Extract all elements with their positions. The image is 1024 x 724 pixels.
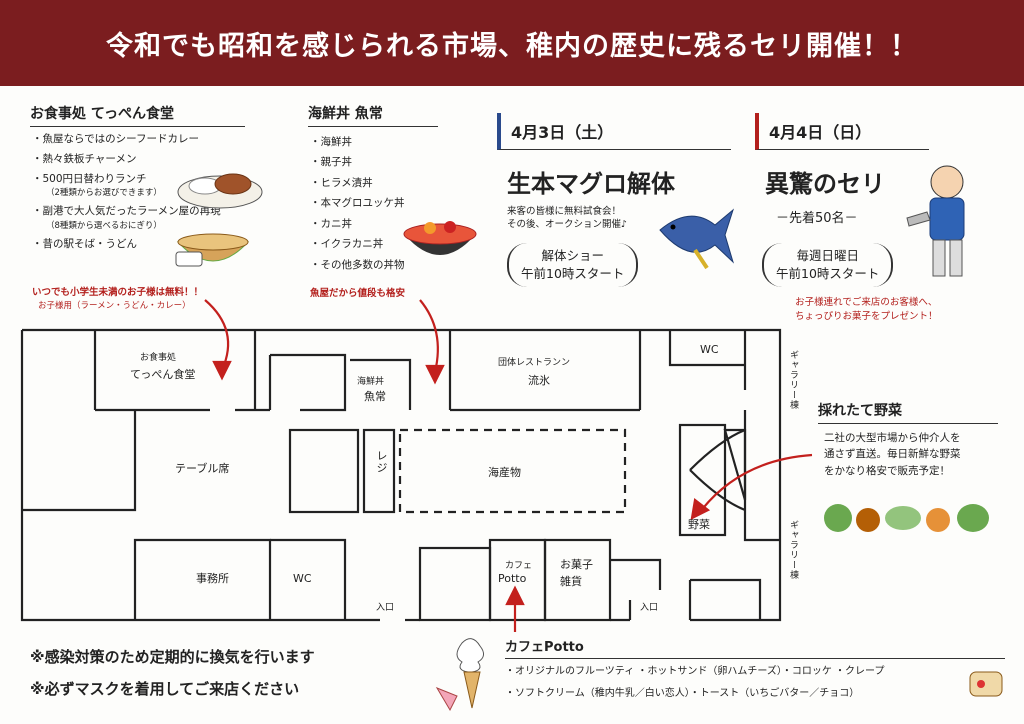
floor-teppen-label2: てっぺん食堂 (130, 368, 196, 381)
floor-kaisan-label: 海産物 (488, 466, 521, 479)
seafood-bowl-icon (403, 221, 477, 255)
notice-ventilation: ※感染対策のため定期的に換気を行います (30, 648, 315, 666)
day1-date-header: 4月3日（土） (497, 113, 731, 150)
floor-potto-label1: カフェ (505, 561, 533, 571)
teppen-kids-note: いつでも小学生未満のお子様は無料！！ (32, 287, 204, 298)
day1-desc: 来客の皆様に無料試食会！ その後、オークション開催♪ (507, 205, 627, 232)
day1-title: 生本マグロ解体 (507, 170, 675, 198)
floor-entrance-left: 入口 (376, 603, 395, 613)
list-item: 親子丼 (310, 152, 405, 172)
header-banner: 令和でも昭和を感じられる市場、稚内の歴史に残るセリ開催！！ (0, 0, 1024, 86)
list-item: 熱々鉄板チャーメン (32, 152, 221, 168)
floor-regi-label: レジ (375, 450, 388, 474)
tuna-fish-icon (659, 208, 735, 270)
soft-cream-icon (435, 638, 484, 712)
floor-gallery-top: ギャラリー棟 (788, 350, 798, 410)
list-item: その他多数の丼物 (310, 255, 405, 275)
vegetables-illustration-icon (824, 504, 989, 532)
list-item: イクラカニ丼 (310, 234, 405, 254)
floor-okashi-label2: 雑貨 (560, 575, 582, 588)
cafe-potto-title: カフェPotto (505, 636, 1005, 659)
ramen-bowl-icon (175, 233, 250, 267)
day2-oval-time: 午前10時スタート (776, 266, 880, 282)
day2-time-oval: 毎週日曜日 午前10時スタート (762, 243, 894, 288)
list-item: 魚屋ならではのシーフードカレー (32, 132, 221, 148)
floor-potto-label2: Potto (498, 572, 527, 585)
day1-desc-line1: 来客の皆様に無料試食会！ (507, 206, 622, 217)
cafe-menu-row1: ・オリジナルのフルーツティ ・ホットサンド（卵ハムチーズ）・コロッケ ・クレープ (505, 666, 885, 677)
day2-kids-note-line1: お子様連れでご来店のお客様へ、 (795, 297, 938, 308)
floor-ryuhyo-label2: 流氷 (528, 374, 550, 387)
vegetables-section: 採れたて野菜 二社の大型市場から仲介人を 通さず直送。毎日新鮮な野菜 をかなり格… (818, 400, 998, 479)
day2-title: 異驚のセリ (765, 170, 885, 198)
floor-wc-top: WC (700, 343, 719, 356)
day1-oval-title: 解体ショー (541, 248, 604, 263)
veg-line1: 二社の大型市場から仲介人を (824, 432, 961, 444)
veg-line3: をかなり格安で販売予定！ (824, 464, 950, 477)
floor-table-label: テーブル席 (175, 462, 230, 475)
floor-ryuhyo-label1: 団体レストランン (498, 358, 571, 368)
floor-uotsune-label1: 海鮮丼 (357, 377, 385, 387)
uotsune-price-note: 魚屋だから値段も格安 (310, 288, 406, 299)
veg-line2: 通さず直送。毎日新鮮な野菜 (824, 448, 961, 461)
teppen-title: お食事処 てっぺん食堂 (30, 103, 245, 127)
veg-description: 二社の大型市場から仲介人を 通さず直送。毎日新鮮な野菜 をかなり格安で販売予定！ (818, 430, 998, 479)
auctioneer-person-icon (906, 165, 965, 277)
uotsune-menu-list: 海鮮丼 親子丼 ヒラメ漬丼 本マグロユッケ丼 カニ丼 イクラカニ丼 その他多数の… (310, 132, 405, 275)
floor-wc-bottom: WC (293, 572, 312, 585)
toast-icon (969, 671, 1003, 697)
floor-uotsune-label2: 魚常 (364, 390, 386, 403)
floor-office-label: 事務所 (196, 572, 229, 585)
day1-oval-time: 午前10時スタート (521, 266, 625, 282)
teppen-kids-subnote: お子様用（ラーメン・うどん・カレー） (38, 301, 191, 311)
floor-yasai-label: 野菜 (688, 518, 710, 531)
list-item: 昔の駅そば・うどん (32, 237, 221, 253)
list-item: 本マグロユッケ丼 (310, 193, 405, 213)
floor-gallery-bottom: ギャラリー棟 (788, 520, 798, 580)
cafe-menu-row2: ・ソフトクリーム（稚内牛乳／白い恋人）・トースト（いちごバター／チョコ） (505, 688, 860, 699)
floor-entrance-right: 入口 (640, 603, 659, 613)
veg-title: 採れたて野菜 (818, 400, 998, 424)
day2-oval-title: 毎週日曜日 (796, 248, 859, 263)
list-item: 500円日替わりランチ（2種類からお選びできます） (32, 172, 221, 201)
list-item: 副港で大人気だったラーメン屋の再現（8種類から選べるおにぎり） (32, 204, 221, 233)
banner-title: 令和でも昭和を感じられる市場、稚内の歴史に残るセリ開催！！ (106, 30, 918, 62)
list-item: 海鮮丼 (310, 132, 405, 152)
floor-okashi-label1: お菓子 (560, 558, 593, 571)
notice-mask: ※必ずマスクを着用してご来店ください (30, 680, 300, 698)
day1-desc-line2: その後、オークション開催♪ (507, 219, 628, 231)
day2-kids-note-line2: ちょっぴりお菓子をプレゼント！ (795, 311, 938, 323)
day2-date-header: 4月4日（日） (755, 113, 929, 150)
day2-subtitle: －先着50名－ (776, 211, 858, 226)
day1-time-oval: 解体ショー 午前10時スタート (507, 243, 639, 288)
day2-kids-note: お子様連れでご来店のお客様へ、 ちょっぴりお菓子をプレゼント！ (795, 296, 938, 325)
list-item: カニ丼 (310, 214, 405, 234)
floor-teppen-label1: お食事処 (140, 353, 177, 363)
list-item: ヒラメ漬丼 (310, 173, 405, 193)
curry-plate-icon (177, 173, 263, 209)
uotsune-title: 海鮮丼 魚常 (308, 103, 438, 127)
teppen-menu-list: 魚屋ならではのシーフードカレー 熱々鉄板チャーメン 500円日替わりランチ（2種… (32, 132, 221, 252)
